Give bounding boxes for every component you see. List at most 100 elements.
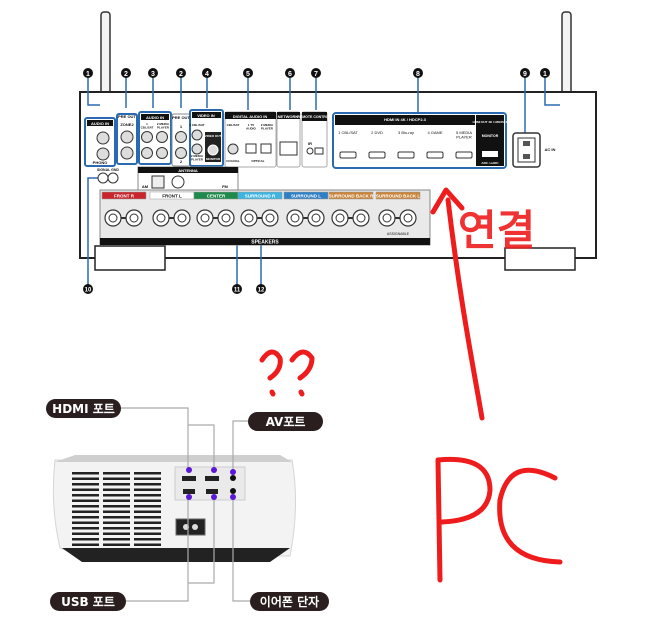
speaker-terminal-surround-r: SURROUND R [237, 191, 283, 227]
assignable-label: ASSIGNABLE [387, 232, 410, 236]
video-panel [189, 109, 224, 167]
marker-7: 7 [311, 68, 321, 78]
audio-in-title: AUDIO IN [146, 115, 164, 120]
svg-text:FRONT L: FRONT L [162, 194, 182, 199]
question-marks [259, 349, 315, 397]
number-markers-top: 1 2 3 2 4 5 6 7 8 9 1 [83, 68, 550, 78]
pre-out-title: PRE OUT [118, 114, 136, 119]
svg-text:2: 2 [179, 71, 183, 78]
svg-text:4: 4 [205, 71, 209, 78]
hdmi-in-label: 1 CBL/SAT [338, 130, 358, 135]
digital-audio-title: DIGITAL AUDIO IN [233, 114, 268, 119]
video-out-title: VIDEO OUT [205, 134, 222, 138]
video-in-1: 1 CBL/SAT [189, 123, 204, 127]
network-title: NETWORK [278, 114, 299, 119]
marker-11: 11 [232, 284, 242, 294]
marker-2: 2 [176, 68, 186, 78]
svg-text:7: 7 [314, 71, 318, 78]
pre-out-1: 1 [180, 124, 183, 129]
marker-4: 4 [202, 68, 212, 78]
digital-audio-panel [224, 111, 277, 168]
svg-text:2: 2 [124, 71, 128, 78]
speaker-terminal-center: CENTER [193, 191, 239, 227]
svg-text:SURROUND BACK L: SURROUND BACK L [376, 194, 420, 199]
speaker-terminals-panel: FRONT R FRONT L CENTER SURROUND R SURROUND L… [99, 189, 431, 246]
marker-8: 8 [413, 68, 423, 78]
ac-in-socket [512, 132, 541, 168]
svg-text:FRONT R: FRONT R [114, 194, 135, 199]
audio-in-panel [138, 111, 172, 165]
speaker-terminal-front-r: FRONT R [101, 191, 147, 227]
svg-text:3: 3 [151, 71, 155, 78]
video-out-monitor: MONITOR [206, 157, 221, 161]
phono-label: PHONO [93, 160, 108, 165]
digital-in-cbl: CBL/SAT [227, 123, 240, 127]
usb-port-label: USB 포트 [50, 592, 126, 611]
pc-annotation: PC [495, 574, 497, 576]
signal-gnd-terminal [97, 172, 119, 184]
zone2-label: ZONE2 [120, 122, 134, 127]
vent-grille [72, 472, 161, 546]
signal-gnd-label: SIGNAL GND [97, 168, 119, 172]
av-port-label: AV포트 [248, 412, 323, 431]
speaker-terminal-front-l: FRONT L [149, 191, 195, 227]
hdmi-in-label: 2 DVD [371, 130, 383, 135]
marker-6: 6 [285, 68, 295, 78]
svg-text:1: 1 [543, 71, 547, 78]
handwritten-annotations [259, 187, 563, 583]
pre-out-sub-title: PRE OUT [172, 115, 190, 120]
svg-text:11: 11 [234, 288, 241, 294]
svg-text:8: 8 [416, 71, 420, 78]
marker-10: 10 [83, 284, 93, 294]
am-label: AM [142, 184, 149, 189]
earphone-jack-label: 이어폰 단자 [250, 592, 329, 611]
svg-text:SURROUND BACK R: SURROUND BACK R [329, 194, 374, 199]
svg-text:9: 9 [523, 71, 527, 78]
pre-out-2: 2 [180, 159, 183, 164]
svg-text:10: 10 [85, 288, 92, 294]
svg-text:6: 6 [288, 71, 292, 78]
port-markers [186, 467, 236, 500]
audio-in-title: AUDIO IN [91, 121, 109, 126]
optical-label: OPTICAL [251, 159, 264, 163]
marker-12: 12 [256, 284, 266, 294]
marker-1: 1 [83, 68, 93, 78]
marker-9: 9 [520, 68, 530, 78]
marker-2: 2 [121, 68, 131, 78]
remote-control-panel [301, 111, 328, 168]
speaker-terminal-surround-l: SURROUND L [283, 191, 329, 227]
number-markers-bottom: 10 11 12 [83, 284, 266, 294]
svg-text:1: 1 [86, 71, 90, 78]
marker-1: 1 [540, 68, 550, 78]
speakers-title: SPEAKERS [251, 240, 279, 246]
hdmi-in-title: HDMI IN 4K / HDCP2.3 [384, 117, 427, 122]
hdmi-in-label: 3 Blu-ray [398, 130, 414, 135]
connect-annotation: 연결 [458, 206, 535, 255]
hdmi-out-arc: ARC / eARC [481, 161, 499, 165]
hdmi-in-port-1: 1 CBL/SAT [338, 130, 358, 159]
pc-letters [435, 456, 563, 583]
audio-in-phono-panel [84, 117, 116, 167]
svg-text:5: 5 [246, 71, 250, 78]
svg-text:SURROUND L: SURROUND L [291, 194, 321, 199]
projector [52, 455, 297, 562]
speaker-terminal-surround-back-r: SURROUND BACK R [329, 191, 374, 227]
fm-label: FM [222, 184, 228, 189]
pre-out-zone2-panel [116, 113, 138, 165]
hdmi-out-monitor: MONITOR [482, 134, 499, 138]
network-panel [276, 111, 301, 168]
antenna-title: ANTENNA [178, 168, 198, 173]
svg-text:CENTER: CENTER [207, 194, 226, 199]
hdmi-in-port-2: 2 DVD [368, 130, 386, 159]
hdmi-port-label: HDMI 포트 [46, 399, 121, 418]
speaker-terminal-surround-back-l: SURROUND BACK L [375, 191, 420, 227]
coaxial-label: COAXIAL [226, 159, 240, 163]
